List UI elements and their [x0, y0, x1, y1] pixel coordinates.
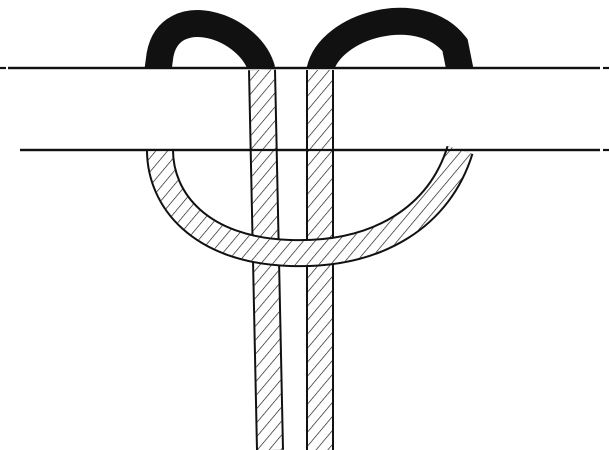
bar	[0, 68, 609, 150]
rope-loop-back	[158, 21, 460, 70]
